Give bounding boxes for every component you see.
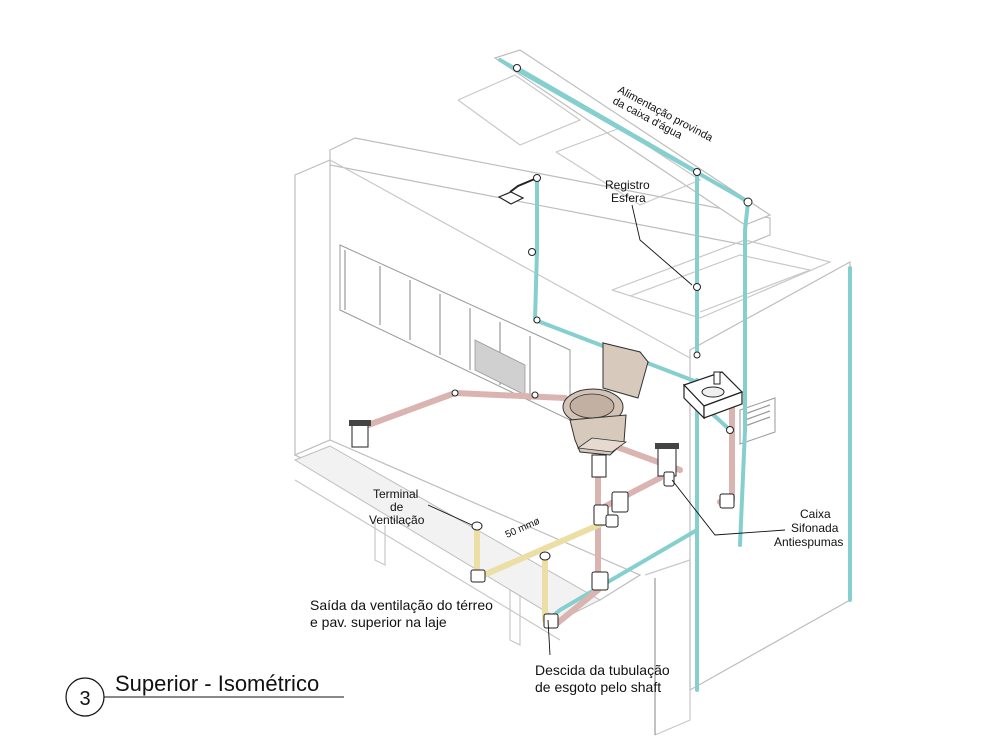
- vent-exit-label-line1: Saída da ventilação do térreo: [310, 597, 493, 613]
- floor-drain-icon: [349, 420, 679, 477]
- trap-label-line2: Sifonada: [791, 521, 839, 535]
- view-number: 3: [79, 688, 90, 710]
- vent-terminal-label-line3: Ventilação: [369, 513, 425, 527]
- leader-lines: [104, 204, 786, 698]
- shower-head-icon: [497, 174, 541, 256]
- vent-terminal-label-line2: de: [390, 500, 404, 514]
- vent-terminal-label-line1: Terminal: [373, 487, 418, 501]
- trap-label-line1: Caixa: [800, 507, 831, 521]
- shaft-label-line2: de esgoto pelo shaft: [535, 679, 661, 695]
- pipe-fittings: [451, 64, 753, 629]
- view-title-text: Superior - Isométrico: [115, 671, 319, 696]
- valve-label-line2: Esfera: [611, 191, 646, 205]
- trap-label-line3: Antiespumas: [774, 535, 843, 549]
- fixtures: [349, 64, 753, 629]
- building-structure: [293, 49, 851, 736]
- valve-label-line1: Registro: [605, 178, 650, 192]
- shaft-label-line1: Descida da tubulação: [535, 662, 670, 678]
- toilet-icon: [562, 342, 650, 478]
- sink-icon: [682, 371, 744, 420]
- vent-exit-label-line2: e pav. superior na laje: [310, 614, 447, 630]
- view-title: 3 Superior - Isométrico: [65, 671, 319, 717]
- view-number-circle: [65, 677, 105, 717]
